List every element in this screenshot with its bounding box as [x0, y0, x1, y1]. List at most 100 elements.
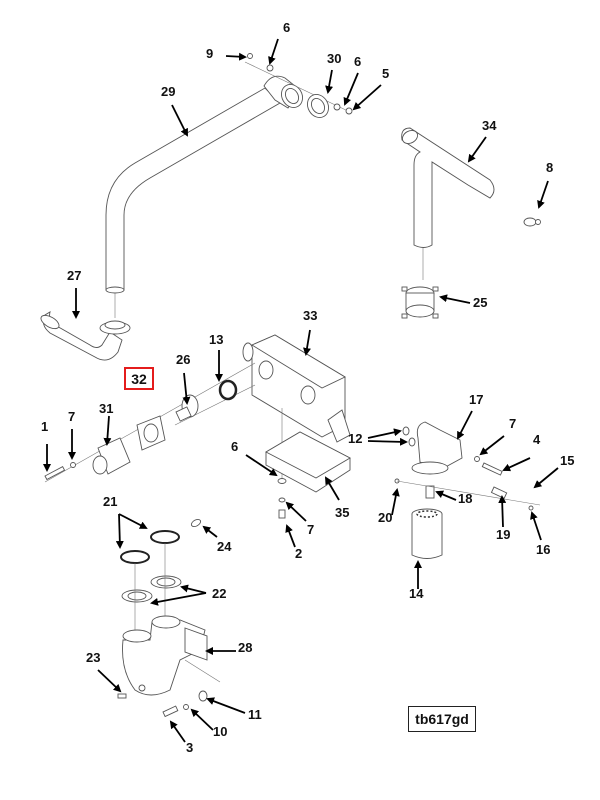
- part-gasket-30: [307, 94, 329, 118]
- callout-arrow-19: [498, 495, 507, 528]
- callout-29: 29: [161, 84, 175, 99]
- callout-arrow-26: [182, 372, 191, 405]
- callout-19: 19: [496, 527, 510, 542]
- part-washer-7a: [70, 462, 76, 468]
- callout-34: 34: [482, 118, 497, 133]
- hardware-washers-6-7-2: [277, 478, 287, 519]
- part-manifold-33: [242, 334, 351, 480]
- callout-18: 18: [458, 491, 472, 506]
- callout-25: 25: [473, 295, 487, 310]
- callout-7: 7: [68, 409, 75, 424]
- callout-9: 9: [206, 46, 213, 61]
- callout-2: 2: [295, 546, 302, 561]
- callout-14: 14: [409, 586, 424, 601]
- highlighted-callout-32[interactable]: 32: [124, 367, 154, 390]
- callout-arrow-4: [502, 457, 531, 472]
- callout-arrow-3: [169, 720, 186, 743]
- callout-11: 11: [248, 707, 262, 722]
- callout-arrow-12: [367, 437, 408, 446]
- callout-27: 27: [67, 268, 81, 283]
- callout-arrow-23: [97, 669, 122, 693]
- callout-arrow-25: [439, 294, 471, 304]
- part-flange-31: [92, 437, 131, 475]
- callout-7: 7: [509, 416, 516, 431]
- callout-arrow-21: [115, 513, 124, 549]
- assembly-line-left-lower: [174, 384, 256, 426]
- part-gasket-32: [136, 415, 166, 451]
- callout-arrow-7: [285, 501, 307, 522]
- callout-arrow-2: [285, 524, 296, 548]
- part-fitting-24: [190, 518, 202, 528]
- callout-21: 21: [103, 494, 117, 509]
- callout-30: 30: [327, 51, 341, 66]
- part-gaskets-22: [121, 575, 182, 603]
- part-exhaust-pipe-29: [105, 61, 351, 318]
- callout-arrow-10: [190, 708, 214, 731]
- callout-28: 28: [238, 640, 252, 655]
- part-clamps-21: [120, 530, 180, 564]
- part-nipple-18: [425, 485, 435, 499]
- callout-arrow-20: [391, 488, 400, 516]
- callout-arrow-33: [303, 329, 311, 356]
- callout-33: 33: [303, 308, 317, 323]
- callout-arrow-16: [530, 511, 542, 541]
- callout-arrows: [43, 38, 559, 743]
- figure-reference-code: tb617gd: [408, 706, 476, 732]
- callout-1: 1: [41, 419, 48, 434]
- callout-23: 23: [86, 650, 100, 665]
- callout-16: 16: [536, 542, 550, 557]
- callout-6: 6: [354, 54, 361, 69]
- callout-arrow-9: [225, 52, 247, 61]
- callout-arrow-7: [479, 435, 505, 456]
- callout-arrow-22: [150, 592, 207, 606]
- callout-arrow-6: [268, 38, 279, 65]
- callout-8: 8: [546, 160, 553, 175]
- callout-arrow-22: [180, 584, 207, 594]
- callout-26: 26: [176, 352, 190, 367]
- callout-31: 31: [99, 401, 113, 416]
- callout-arrow-30: [325, 69, 334, 94]
- hardware-fasteners-top: [247, 53, 353, 115]
- callout-24: 24: [217, 539, 232, 554]
- callout-arrow-6: [245, 454, 278, 477]
- callout-35: 35: [335, 505, 349, 520]
- callout-arrow-35: [324, 476, 340, 501]
- part-pump-housing-28: [122, 615, 221, 696]
- callout-6: 6: [283, 20, 290, 35]
- part-elbow-fitting-8: [523, 217, 541, 227]
- callout-20: 20: [378, 510, 392, 525]
- callout-arrow-6: [343, 72, 359, 106]
- part-elbow-27: [40, 311, 131, 361]
- callout-arrow-24: [202, 525, 218, 538]
- callout-3: 3: [186, 740, 193, 755]
- callout-arrow-18: [435, 490, 457, 501]
- part-oring-13: [218, 379, 238, 401]
- hardware-pump-bottom: [117, 690, 208, 718]
- part-filter-head-17: [411, 421, 463, 475]
- callout-10: 10: [213, 724, 227, 739]
- part-bolt-1: [44, 466, 66, 481]
- callout-5: 5: [382, 66, 389, 81]
- callout-7: 7: [307, 522, 314, 537]
- callout-6: 6: [231, 439, 238, 454]
- callout-12: 12: [348, 431, 362, 446]
- callout-arrow-17: [457, 410, 473, 440]
- callout-arrow-29: [171, 104, 188, 137]
- callout-arrow-31: [103, 415, 112, 446]
- callout-22: 22: [212, 586, 226, 601]
- callout-arrow-15: [533, 467, 559, 489]
- part-orings-12: [402, 426, 416, 447]
- callout-arrow-11: [206, 697, 246, 714]
- callout-arrow-12: [367, 428, 402, 439]
- callout-4: 4: [533, 432, 541, 447]
- callout-arrow-21: [118, 513, 148, 529]
- part-tee-pipe-34: [401, 127, 495, 280]
- part-clamp-25: [401, 286, 439, 319]
- part-filter-14: [411, 508, 443, 559]
- callout-17: 17: [469, 392, 483, 407]
- callout-arrow-5: [352, 84, 382, 111]
- callout-15: 15: [560, 453, 574, 468]
- callout-arrow-8: [537, 180, 549, 209]
